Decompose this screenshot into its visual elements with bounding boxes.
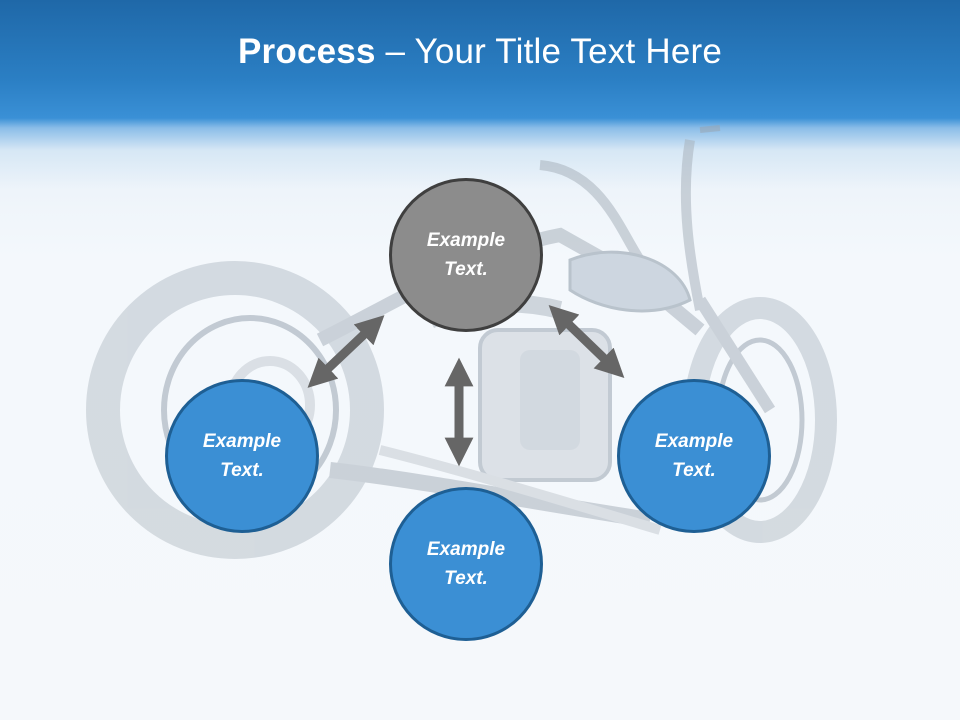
process-node-bottom[interactable]: Example Text. — [389, 487, 543, 641]
process-node-right[interactable]: Example Text. — [617, 379, 771, 533]
title-rest: Your Title Text Here — [414, 32, 722, 71]
process-node-left-label: Example Text. — [202, 431, 282, 481]
arrow-top-right — [548, 305, 625, 378]
process-node-bottom-label: Example Text. — [426, 539, 506, 589]
title-bold: Process — [238, 32, 376, 71]
process-node-left[interactable]: Example Text. — [165, 379, 319, 533]
arrow-top-left — [307, 315, 385, 388]
process-node-top[interactable]: Example Text. — [389, 178, 543, 332]
process-node-right-label: Example Text. — [654, 431, 734, 481]
title-bar: Process – Your Title Text Here — [0, 0, 960, 128]
title-dash: – — [375, 32, 415, 71]
slide-title: Process – Your Title Text Here — [238, 32, 722, 72]
process-node-top-label: Example Text. — [426, 230, 506, 280]
